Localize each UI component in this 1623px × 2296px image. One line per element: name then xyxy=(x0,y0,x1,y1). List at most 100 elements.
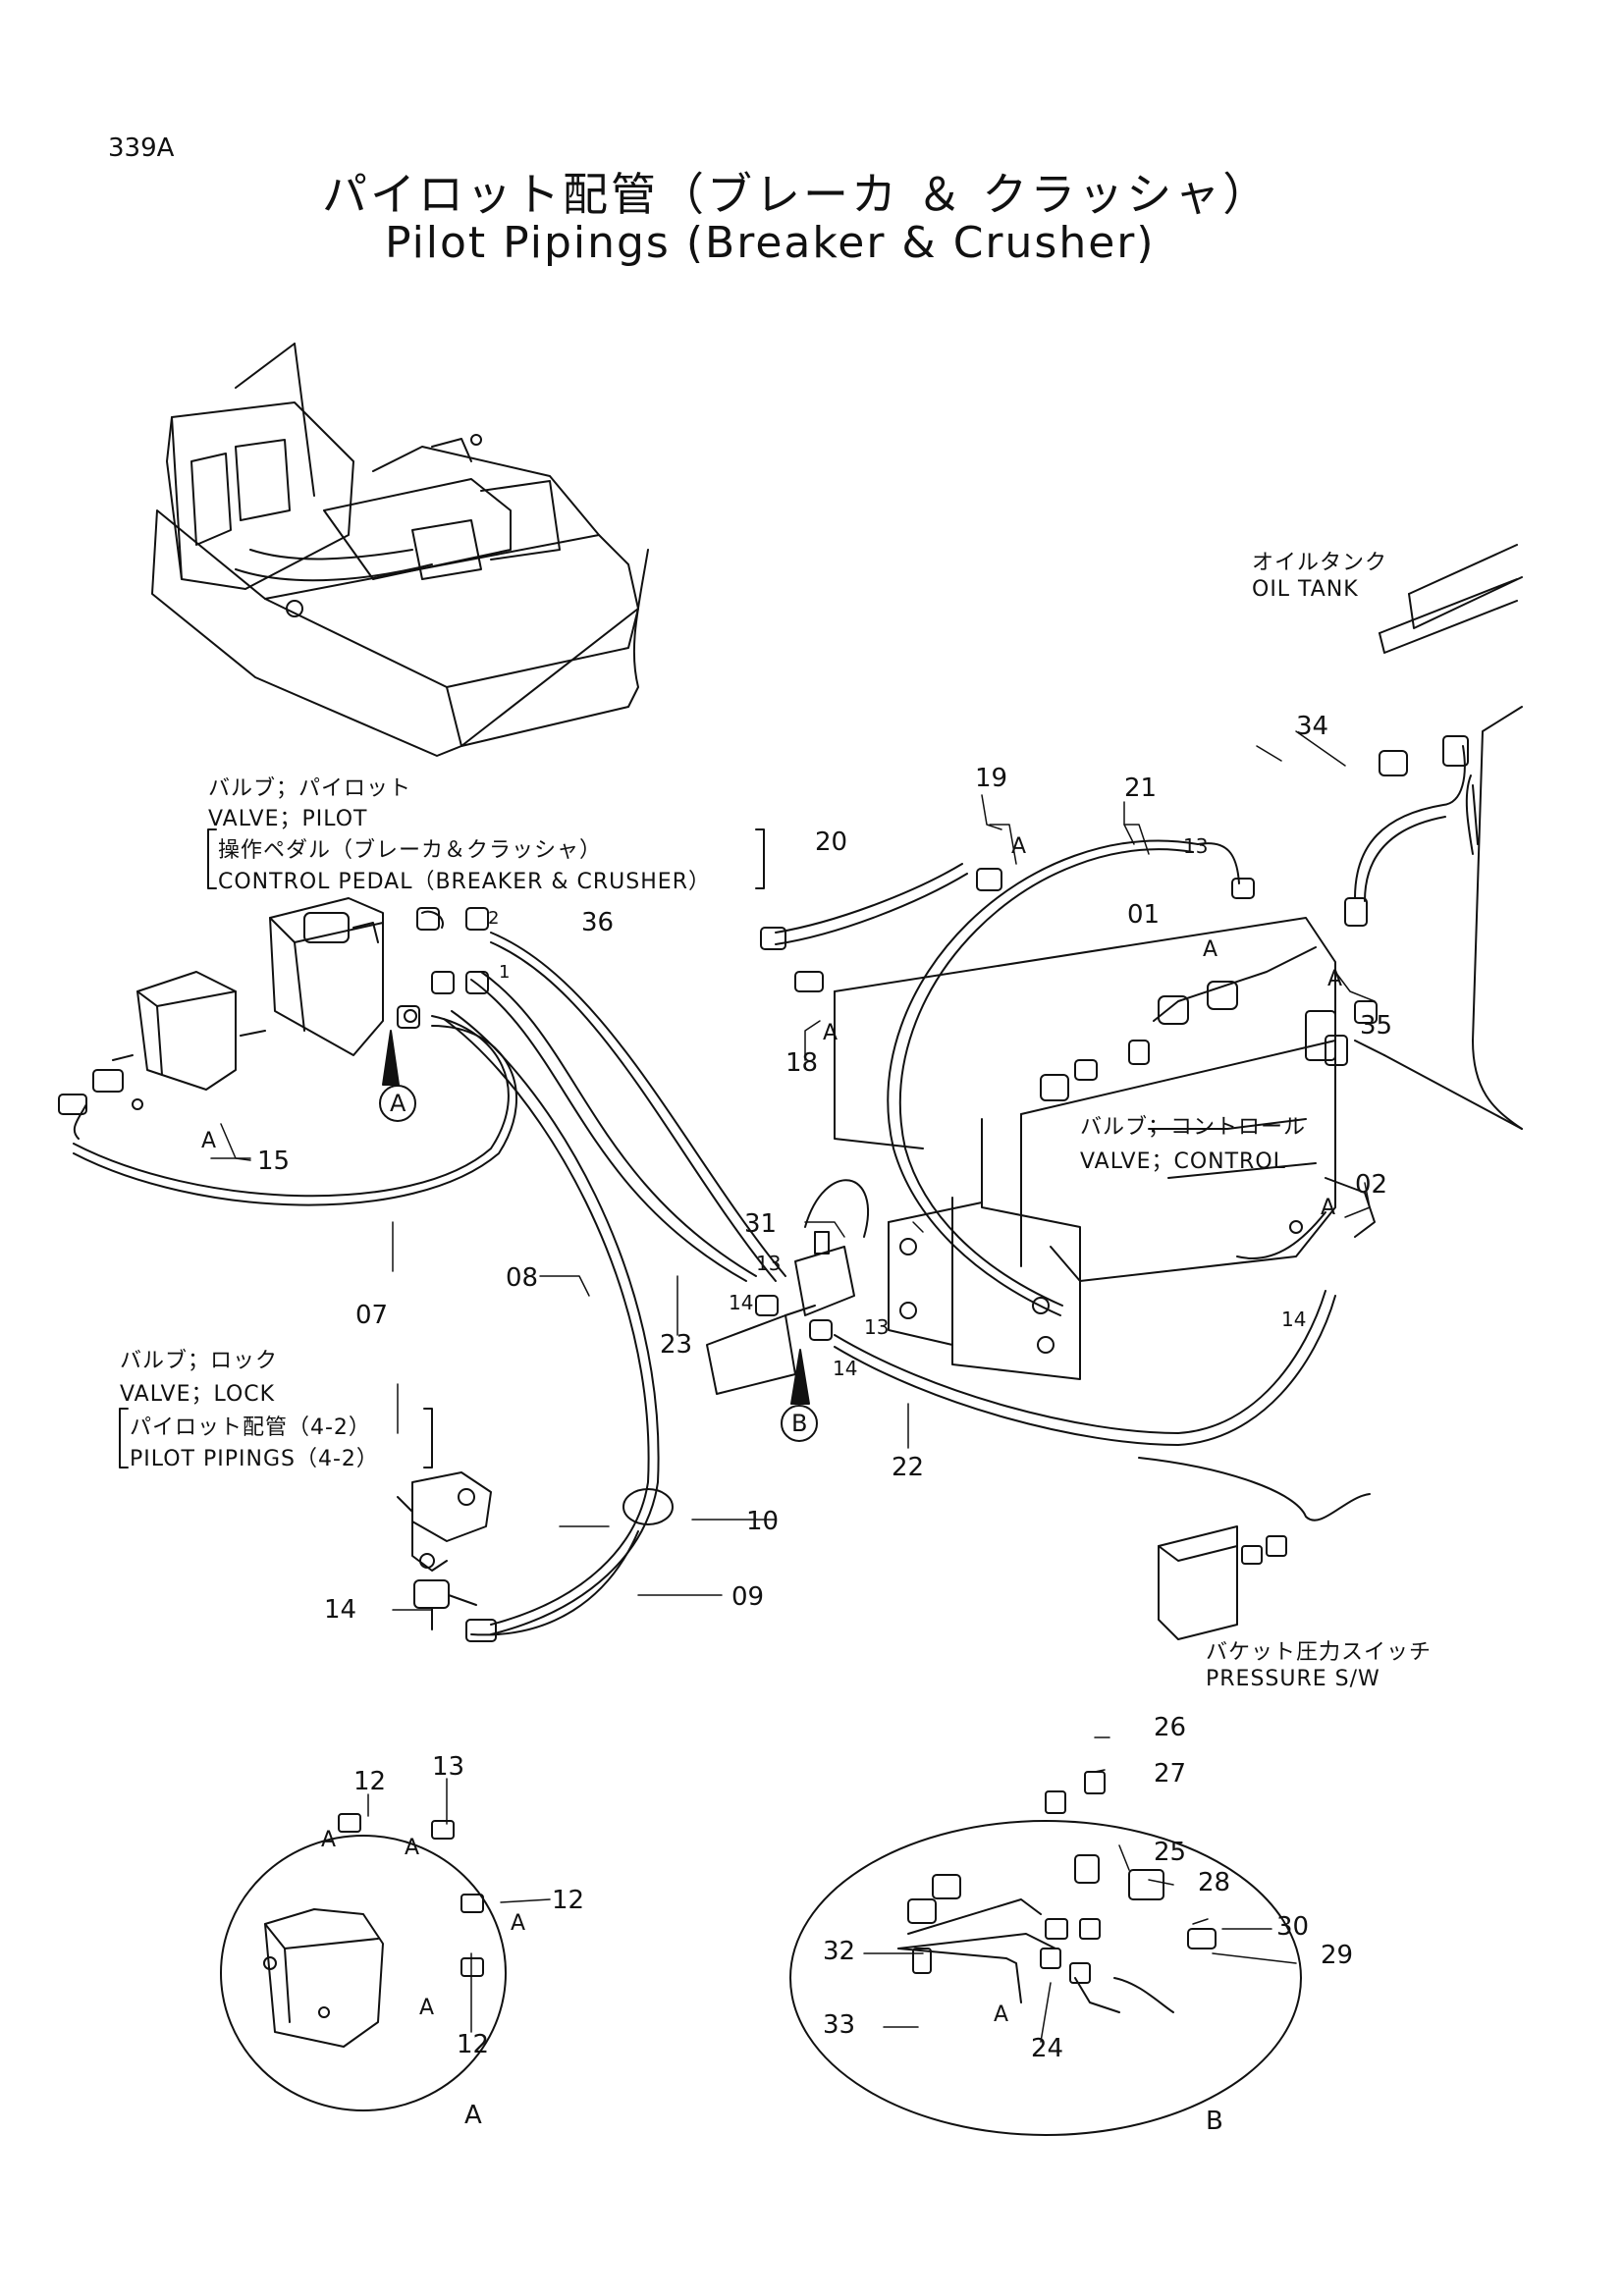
callout-26: 26 xyxy=(1154,1713,1187,1742)
valve-control-label-jp: バルブ；コントロール xyxy=(1080,1115,1307,1140)
valve-lock-label-en: VALVE；LOCK xyxy=(120,1382,276,1407)
callout-28: 28 xyxy=(1198,1868,1231,1897)
pilot-valve-drawing xyxy=(270,898,488,1055)
valve-control-label-en: VALVE；CONTROL xyxy=(1080,1149,1286,1174)
o-ring-marker-24: A xyxy=(994,2002,1009,2027)
callout-36: 36 xyxy=(581,908,615,937)
callout-02: 02 xyxy=(1355,1170,1388,1200)
fitting-tank-port xyxy=(1443,736,1468,766)
callout-25: 25 xyxy=(1154,1838,1187,1867)
o-ring-marker-12-bottom: A xyxy=(419,1996,435,2020)
hose-21-inner xyxy=(900,849,1193,1306)
hose-21 xyxy=(888,841,1198,1315)
callout-33: 33 xyxy=(823,2010,856,2040)
hose-08 xyxy=(452,1011,659,1634)
hose-09 xyxy=(471,1531,638,1634)
auxiliary-valve-drawing xyxy=(59,972,265,1139)
detail-view-a-label: A xyxy=(464,2101,482,2130)
callout-27: 27 xyxy=(1154,1759,1187,1789)
o-ring-marker-18: A xyxy=(823,1021,839,1045)
callout-12-top: 12 xyxy=(353,1767,387,1796)
clamp-10 xyxy=(623,1489,673,1524)
detail-view-a-circle xyxy=(221,1836,506,2110)
valve-pilot-label-en: VALVE；PILOT xyxy=(208,807,368,831)
detail-marker-a: A xyxy=(390,1090,406,1117)
detail-view-b-label: B xyxy=(1206,2107,1223,2136)
valve-lock-label-jp: バルブ；ロック xyxy=(120,1349,279,1373)
callout-13-hose-21: 13 xyxy=(1183,834,1209,858)
fitting-tank-hose-end xyxy=(1345,898,1367,926)
hose-pressure-switch xyxy=(1139,1458,1370,1521)
pilot-pipings-label-en: PILOT PIPINGS（4-2） xyxy=(130,1447,379,1471)
oil-tank-label-jp: オイルタンク xyxy=(1252,551,1388,575)
hose-20-inner xyxy=(776,874,967,944)
fitting-34 xyxy=(1380,751,1407,775)
o-ring-marker-35: A xyxy=(1327,967,1343,991)
callout-14-control-valve: 14 xyxy=(1281,1308,1307,1331)
callout-12-bottom: 12 xyxy=(457,2030,490,2059)
control-pedal-label-jp: 操作ペダル（ブレーカ＆クラッシャ） xyxy=(218,838,603,863)
leader-lines xyxy=(211,731,1375,2042)
bracket-pilot-pipings xyxy=(120,1409,128,1468)
detail-arrow-b xyxy=(791,1350,809,1404)
callout-14-junction-bottom: 14 xyxy=(833,1357,858,1380)
callout-29: 29 xyxy=(1321,1941,1354,1970)
o-ring-marker-19: A xyxy=(1011,834,1027,859)
port-label-2: 2 xyxy=(488,908,500,929)
valve-pilot-label-jp: バルブ；パイロット xyxy=(208,776,412,801)
callout-09: 09 xyxy=(731,1582,765,1612)
callout-24: 24 xyxy=(1031,2034,1064,2063)
callout-32: 32 xyxy=(823,1937,856,1966)
junction-block-drawing xyxy=(707,1180,868,1394)
hose-21-end xyxy=(1198,843,1239,883)
o-ring-marker-15: A xyxy=(201,1129,217,1153)
o-ring-marker-02: A xyxy=(1321,1196,1336,1220)
page-number: 339A xyxy=(108,133,175,163)
callout-23: 23 xyxy=(660,1330,693,1360)
fitting-19 xyxy=(977,869,1001,890)
pilot-pipings-label-jp: パイロット配管（4-2） xyxy=(130,1415,371,1440)
hose-34-inner xyxy=(1365,817,1445,901)
detail-marker-b-circle xyxy=(782,1406,817,1441)
o-ring-marker-01: A xyxy=(1203,937,1218,962)
pressure-switch-label-en: PRESSURE S/W xyxy=(1206,1667,1380,1691)
callout-10: 10 xyxy=(746,1507,780,1536)
hose-20 xyxy=(776,864,962,933)
hose-34-to-tank xyxy=(1355,746,1465,898)
hose-36 xyxy=(491,933,785,1276)
o-ring-marker-12-right: A xyxy=(511,1911,526,1936)
pressure-switch-drawing xyxy=(1159,1526,1286,1639)
callout-18: 18 xyxy=(785,1048,819,1078)
callout-35: 35 xyxy=(1360,1011,1393,1041)
callout-30: 30 xyxy=(1276,1912,1310,1942)
callout-31: 31 xyxy=(744,1209,778,1239)
callout-13-junction-top: 13 xyxy=(756,1252,782,1275)
fitting-35 xyxy=(1355,1001,1377,1023)
fitting-18 xyxy=(795,972,823,991)
callout-13-junction-right: 13 xyxy=(864,1315,890,1339)
fitting-13-top xyxy=(1232,879,1254,898)
hose-07-inner xyxy=(74,1026,516,1205)
oil-tank-drawing xyxy=(1355,545,1522,1129)
hose-22-inner xyxy=(835,1296,1335,1445)
detail-marker-b: B xyxy=(791,1410,808,1437)
callout-14-junction-left: 14 xyxy=(729,1291,754,1314)
callout-08: 08 xyxy=(506,1263,539,1293)
control-valve-drawing xyxy=(835,918,1375,1379)
bracket-pilot-pipings-right xyxy=(424,1409,432,1468)
hose-36-inner xyxy=(491,942,776,1281)
hose-23 xyxy=(481,972,756,1276)
detail-marker-a-circle xyxy=(380,1086,415,1121)
detail-b-contents xyxy=(898,1772,1216,2012)
callout-22: 22 xyxy=(892,1453,925,1482)
hose-07 xyxy=(74,1016,509,1196)
detail-arrow-a xyxy=(383,1031,399,1085)
control-pedal-label-en: CONTROL PEDAL（BREAKER & CRUSHER） xyxy=(218,870,711,894)
callout-21: 21 xyxy=(1124,774,1158,803)
o-ring-marker-12-top: A xyxy=(321,1828,337,1852)
page-title-japanese: パイロット配管（ブレーカ ＆ クラッシャ） xyxy=(322,168,1271,221)
page-title-english: Pilot Pipings (Breaker & Crusher) xyxy=(385,218,1156,268)
hose-22 xyxy=(835,1291,1325,1433)
